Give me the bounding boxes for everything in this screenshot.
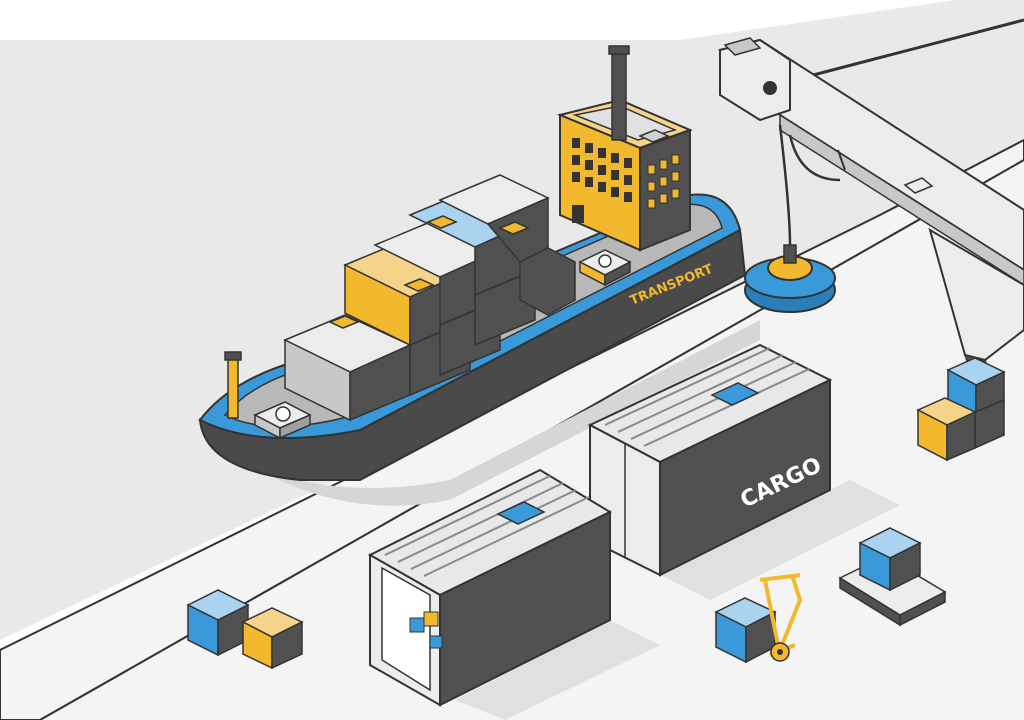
open-shipping-container	[367, 468, 660, 720]
container-ship-icon: TRANSPORT	[198, 45, 760, 506]
ship-bridge	[556, 45, 693, 252]
cardboard-box-icon	[916, 357, 1006, 462]
pallet-icon	[838, 527, 947, 627]
shipping-container-icon: CARGO	[587, 343, 900, 600]
crane-magnet	[744, 244, 836, 313]
ship-container-stack-5	[438, 174, 576, 316]
hand-truck-icon	[714, 573, 803, 664]
ship-container-stack-1	[283, 314, 412, 422]
box-pair-left	[186, 589, 304, 670]
